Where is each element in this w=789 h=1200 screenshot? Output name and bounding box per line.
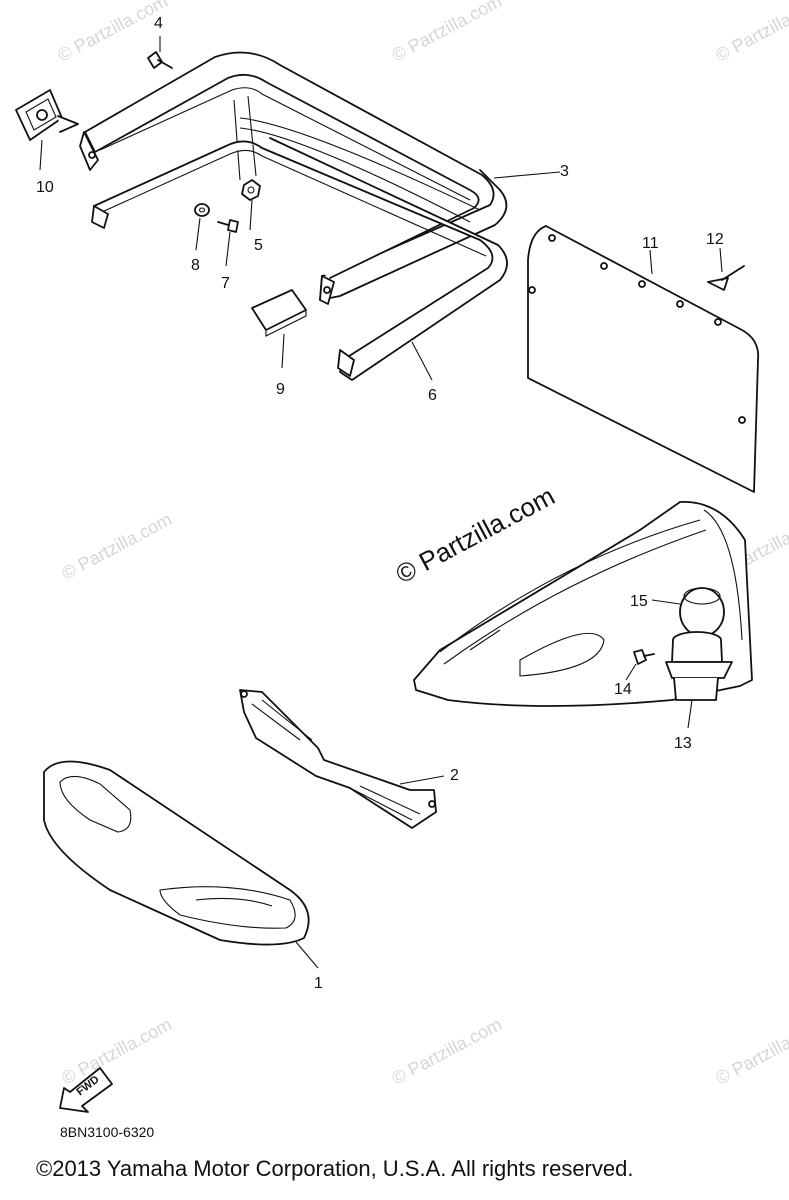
callout-4: 4 bbox=[154, 15, 163, 32]
part-5-nut bbox=[241, 179, 261, 201]
watermark: © Partzilla.com bbox=[58, 1014, 174, 1089]
part-13-cup-base bbox=[665, 631, 733, 701]
callout-7: 7 bbox=[221, 275, 230, 292]
part-11-panel bbox=[527, 225, 760, 493]
watermark: © Partzilla.com bbox=[712, 0, 789, 66]
callout-14: 14 bbox=[614, 681, 632, 698]
callout-3: 3 bbox=[560, 163, 569, 180]
copyright-notice: ©2013 Yamaha Motor Corporation, U.S.A. A… bbox=[36, 1156, 634, 1181]
part-7-bolt bbox=[217, 219, 239, 233]
part-2-grille bbox=[239, 689, 437, 829]
part-10-bracket bbox=[15, 89, 79, 141]
callout-5: 5 bbox=[254, 237, 263, 254]
watermark-center: © Partzilla.com bbox=[391, 481, 560, 590]
watermark: © Partzilla.com bbox=[388, 0, 504, 66]
callout-8: 8 bbox=[191, 257, 200, 274]
watermark: © Partzilla.com bbox=[388, 1014, 504, 1089]
callout-1: 1 bbox=[314, 975, 323, 992]
watermark: © Partzilla.com bbox=[712, 1014, 789, 1089]
callout-numbers: 4 10 3 5 8 7 9 6 11 12 15 14 13 2 1 bbox=[36, 15, 724, 992]
part-6-seal bbox=[91, 117, 508, 381]
part-15-cup-top bbox=[679, 587, 725, 637]
callout-10: 10 bbox=[36, 179, 54, 196]
side-cover bbox=[413, 501, 753, 707]
leader-lines bbox=[39, 36, 723, 969]
part-14-clip bbox=[633, 649, 655, 665]
callout-12: 12 bbox=[706, 231, 724, 248]
watermark: © Partzilla.com bbox=[58, 509, 174, 584]
callout-13: 13 bbox=[674, 735, 692, 752]
part-3-frame bbox=[79, 51, 508, 305]
callout-9: 9 bbox=[276, 381, 285, 398]
part-4-screw bbox=[147, 51, 173, 69]
part-1-cover bbox=[43, 760, 310, 946]
part-8-washer bbox=[194, 203, 210, 217]
callout-6: 6 bbox=[428, 387, 437, 404]
part-9-pad bbox=[251, 289, 307, 337]
callout-11: 11 bbox=[642, 235, 659, 252]
fwd-arrow: FWD bbox=[59, 1067, 113, 1113]
callout-2: 2 bbox=[450, 767, 459, 784]
diagram-code: 8BN3100-6320 bbox=[60, 1124, 155, 1140]
callout-15: 15 bbox=[630, 593, 648, 610]
part-12-rivet bbox=[707, 265, 745, 291]
